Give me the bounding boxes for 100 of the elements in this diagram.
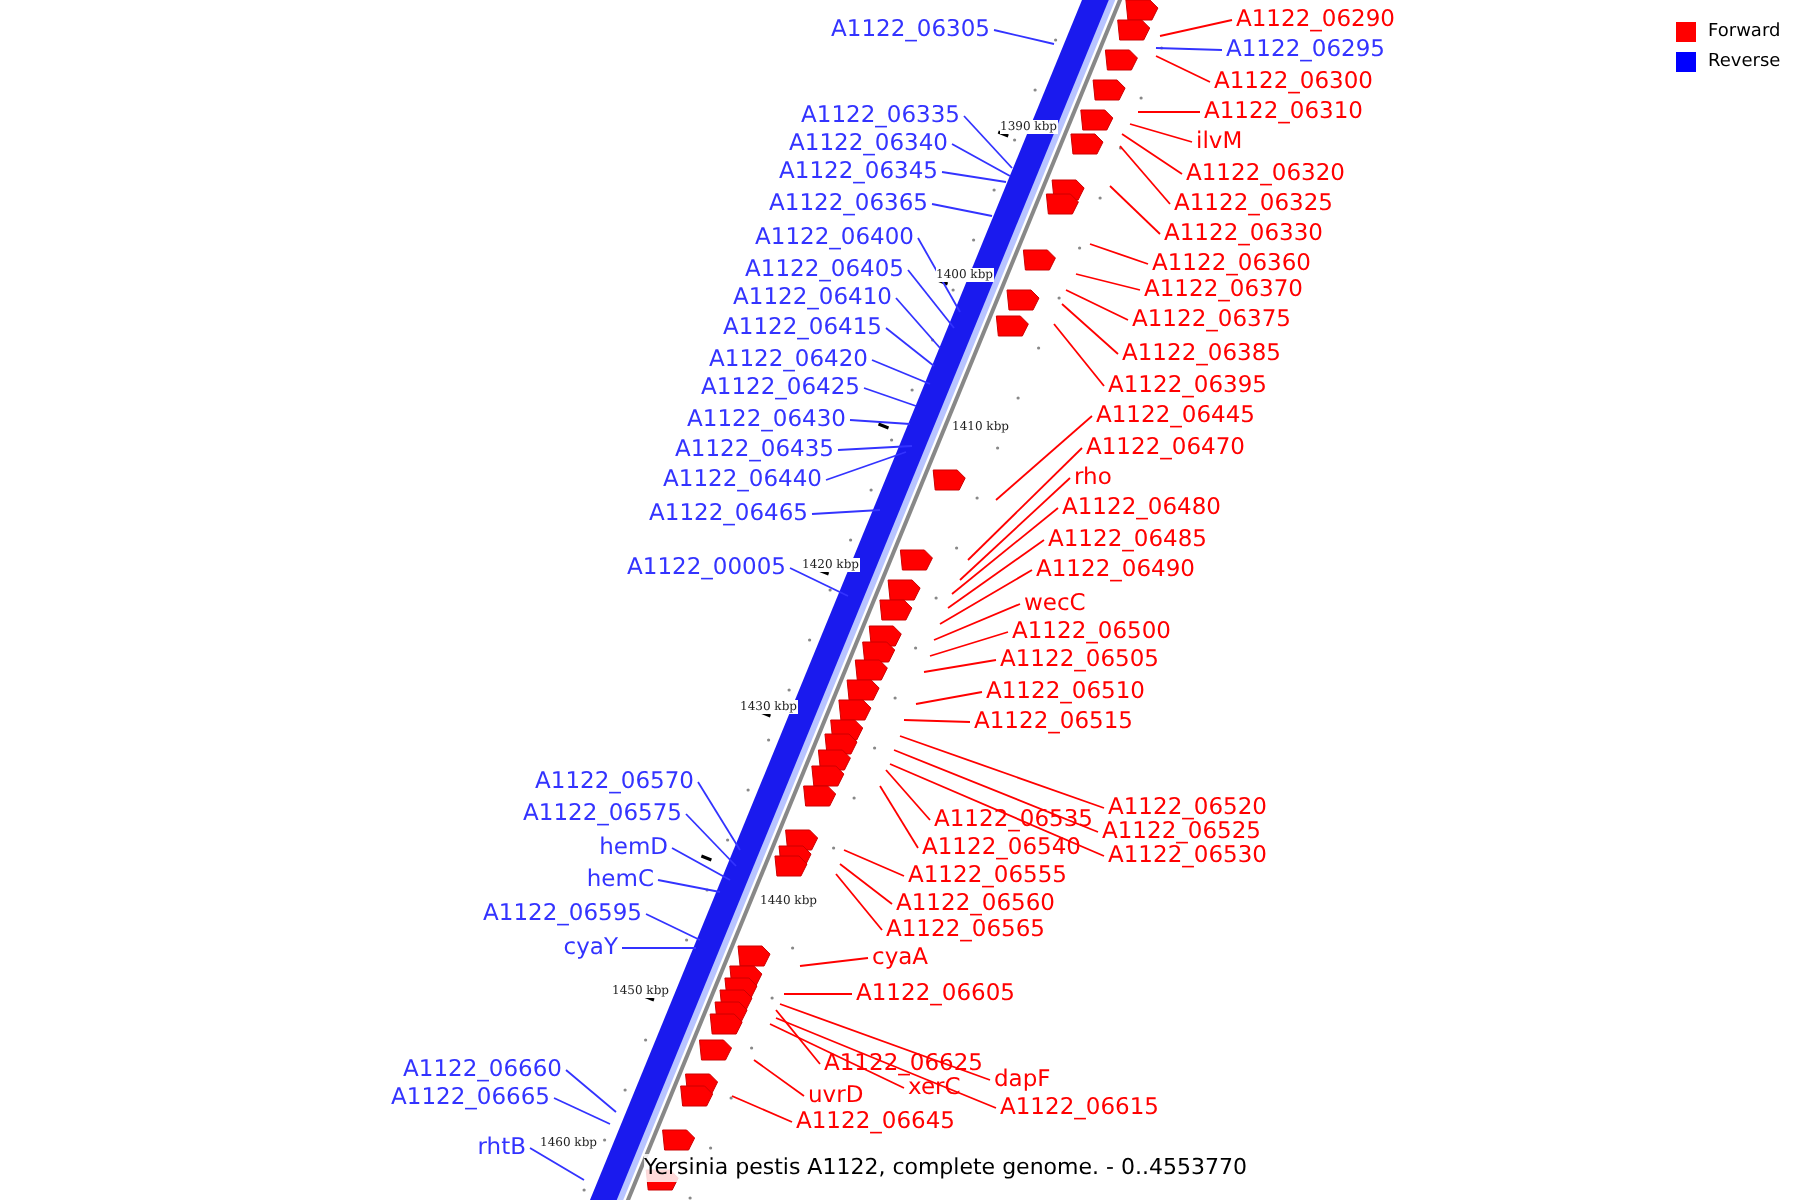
- leader-line: [967, 447, 1083, 561]
- leader-line: [959, 477, 1071, 581]
- gene-label: A1122_06320: [1186, 160, 1345, 184]
- gene-label: A1122_06365: [769, 190, 928, 214]
- gene-label: dapF: [994, 1066, 1051, 1090]
- gene-label: A1122_06555: [908, 862, 1067, 886]
- leader-line: [835, 873, 883, 931]
- gene-label: A1122_06420: [709, 346, 868, 370]
- gene-label: A1122_06335: [801, 102, 960, 126]
- gene-label: hemD: [599, 834, 668, 858]
- gene-label: A1122_06615: [1000, 1094, 1159, 1118]
- leader-line: [775, 1009, 821, 1065]
- gene-label: A1122_06505: [1000, 646, 1159, 670]
- leader-line: [825, 451, 907, 481]
- leader-line: [885, 769, 931, 821]
- gene-label: A1122_06410: [733, 284, 892, 308]
- gene-label: A1122_06575: [523, 800, 682, 824]
- leader-line: [863, 387, 917, 407]
- gene-label: A1122_06385: [1122, 340, 1281, 364]
- leader-line: [1155, 55, 1211, 83]
- leader-line: [907, 269, 955, 329]
- gene-label: A1122_06565: [886, 916, 1045, 940]
- gene-label: A1122_06530: [1108, 842, 1267, 866]
- gene-label: A1122_06560: [896, 890, 1055, 914]
- gene-label: A1122_06345: [779, 158, 938, 182]
- gene-label: A1122_06660: [403, 1056, 562, 1080]
- gene-label: A1122_06465: [649, 500, 808, 524]
- leader-line: [933, 603, 1021, 641]
- leader-line: [1089, 243, 1149, 265]
- gene-label: A1122_06340: [789, 130, 948, 154]
- gene-label: cyaY: [563, 934, 618, 958]
- gene-label: A1122_06570: [535, 768, 694, 792]
- leader-line: [565, 1069, 617, 1113]
- leader-line: [1075, 273, 1141, 291]
- gene-label: A1122_06520: [1108, 794, 1267, 818]
- leader-line: [1155, 47, 1223, 51]
- leader-line: [843, 849, 905, 877]
- gene-label: A1122_06605: [856, 980, 1015, 1004]
- leader-line: [753, 1059, 805, 1097]
- gene-label: A1122_06305: [831, 16, 990, 40]
- leader-line: [621, 947, 697, 949]
- leader-line: [529, 1147, 585, 1181]
- gene-label: A1122_06525: [1102, 818, 1261, 842]
- gene-label: A1122_06665: [391, 1084, 550, 1108]
- leader-line: [963, 115, 1013, 169]
- leader-line: [951, 143, 1011, 177]
- gene-label: cyaA: [872, 944, 929, 968]
- leader-line: [645, 913, 701, 941]
- gene-label: ilvM: [1196, 128, 1243, 152]
- gene-label: A1122_06310: [1204, 98, 1363, 122]
- gene-label: rho: [1074, 464, 1112, 488]
- leader-line: [1121, 133, 1183, 175]
- leader-line: [1119, 145, 1171, 205]
- leader-line: [1061, 303, 1119, 355]
- leader-line: [799, 957, 869, 967]
- leader-line: [915, 691, 983, 705]
- leader-line: [553, 1097, 611, 1125]
- legend-label: Reverse: [1708, 51, 1781, 71]
- leader-line: [885, 327, 935, 367]
- leader-line: [789, 567, 849, 597]
- leader-line: [931, 203, 993, 217]
- gene-label: A1122_06295: [1226, 36, 1385, 60]
- leader-line: [731, 1095, 793, 1123]
- leader-line: [879, 785, 919, 849]
- gene-label: A1122_06425: [701, 374, 860, 398]
- gene-label: A1122_06370: [1144, 276, 1303, 300]
- gene-label: A1122_06300: [1214, 68, 1373, 92]
- gene-label: uvrD: [808, 1082, 864, 1106]
- gene-label: A1122_06645: [796, 1108, 955, 1132]
- leader-line: [1109, 185, 1161, 235]
- gene-label: A1122_06395: [1108, 372, 1267, 396]
- leader-line: [1065, 289, 1129, 321]
- gene-label: A1122_06415: [723, 314, 882, 338]
- gene-label: rhtB: [477, 1134, 526, 1158]
- leader-line: [657, 879, 721, 893]
- leader-line: [871, 359, 931, 385]
- leader-line: [1159, 19, 1233, 37]
- gene-label: A1122_06360: [1152, 250, 1311, 274]
- gene-label: A1122_06540: [922, 834, 1081, 858]
- gene-label: hemC: [586, 866, 654, 890]
- gene-label: A1122_06430: [687, 406, 846, 430]
- leader-line: [923, 659, 997, 673]
- leader-line: [837, 445, 913, 451]
- gene-label: A1122_06515: [974, 708, 1133, 732]
- leader-line: [783, 993, 853, 995]
- leader-line: [947, 539, 1045, 609]
- gene-label: A1122_06375: [1132, 306, 1291, 330]
- leader-line: [951, 507, 1059, 595]
- gene-label: A1122_06325: [1174, 190, 1333, 214]
- leader-line: [1129, 123, 1193, 143]
- leader-line: [903, 719, 971, 723]
- gene-label: A1122_06290: [1236, 6, 1395, 30]
- leader-line: [899, 735, 1105, 809]
- gene-label: A1122_06405: [745, 256, 904, 280]
- gene-label: A1122_06480: [1062, 494, 1221, 518]
- caption: Yersinia pestis A1122, complete genome. - 0..4553770: [644, 1154, 1247, 1182]
- gene-label: A1122_06490: [1036, 556, 1195, 580]
- gene-label: A1122_06435: [675, 436, 834, 460]
- leader-line: [917, 237, 961, 313]
- leader-line: [849, 419, 911, 425]
